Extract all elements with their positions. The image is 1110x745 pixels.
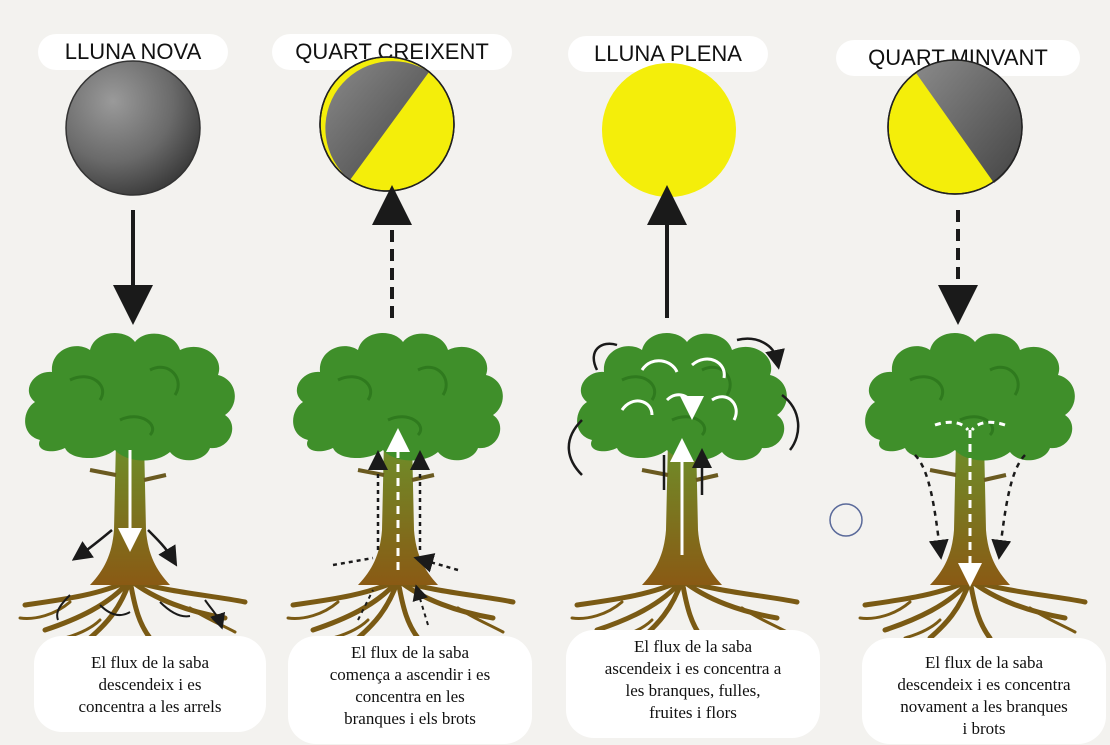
caption-line: descendeix i es concentra: [897, 675, 1071, 694]
caption-lluna-nova: El flux de la saba descendeix i es conce…: [34, 636, 266, 732]
cursor-circle-icon: [829, 503, 863, 537]
tree-new-moon: [20, 333, 245, 638]
tree-full-moon: [567, 333, 798, 638]
caption-line: les branques, fulles,: [625, 681, 761, 700]
caption-line: comença a ascendir i es: [329, 665, 491, 684]
caption-line: novament a les branques: [900, 697, 1068, 716]
new-moon-icon: [65, 60, 201, 196]
first-quarter-moon-icon: [319, 56, 455, 192]
caption-line: El flux de la saba: [633, 637, 752, 656]
caption-line: ascendeix i es concentra a: [604, 659, 782, 678]
caption-quart-creixent: El flux de la saba comença a ascendir i …: [288, 636, 532, 744]
caption-line: El flux de la saba: [924, 653, 1043, 672]
caption-line: branques i els brots: [344, 709, 476, 728]
caption-line: El flux de la saba: [350, 643, 469, 662]
last-quarter-moon-icon: [887, 59, 1023, 195]
caption-line: concentra a les arrels: [78, 697, 222, 716]
tree-last-quarter: [860, 333, 1085, 638]
caption-quart-minvant: El flux de la saba descendeix i es conce…: [862, 638, 1106, 744]
caption-line: El flux de la saba: [90, 653, 209, 672]
caption-line: i brots: [962, 719, 1006, 738]
caption-line: fruites i flors: [649, 703, 737, 722]
full-moon-icon: [602, 63, 736, 197]
caption-line: descendeix i es: [98, 675, 202, 694]
caption-lluna-plena: El flux de la saba ascendeix i es concen…: [566, 630, 820, 738]
tree-first-quarter: [288, 333, 513, 638]
caption-line: concentra en les: [355, 687, 465, 706]
